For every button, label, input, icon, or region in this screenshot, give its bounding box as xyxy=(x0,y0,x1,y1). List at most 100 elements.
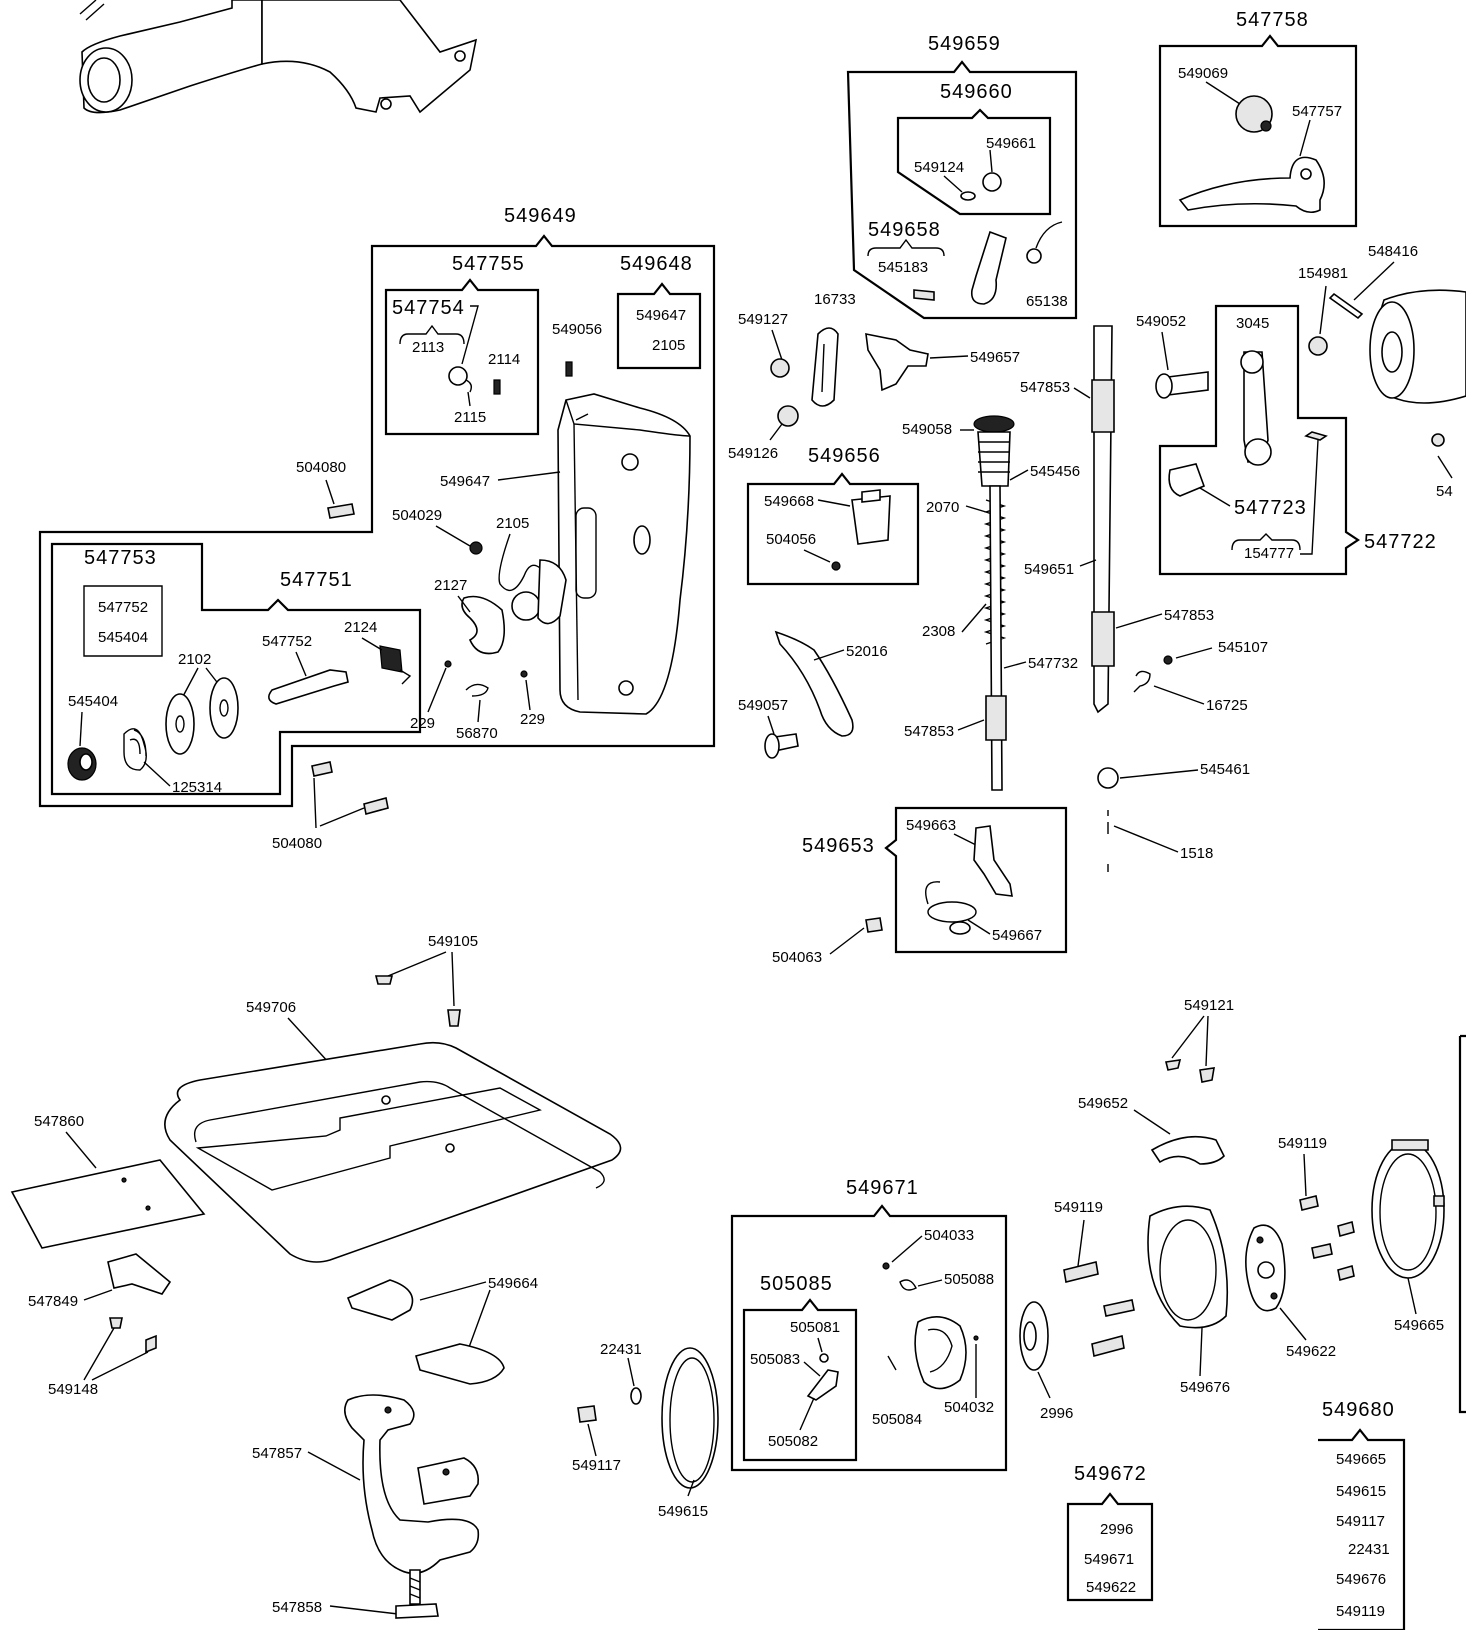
kit-549672: 549672 2996 549671 549622 xyxy=(1066,1463,1154,1602)
label-549648: 549648 xyxy=(620,253,693,275)
label-549661: 549661 xyxy=(986,135,1036,152)
label-549658: 549658 xyxy=(868,219,941,241)
label-549656: 549656 xyxy=(808,445,881,467)
label-549647: 549647 xyxy=(440,473,490,490)
label-549676: 549676 xyxy=(1180,1379,1230,1396)
label-547732: 547732 xyxy=(1028,655,1078,672)
label-505084: 505084 xyxy=(872,1411,922,1428)
hook-assembly: 549121 549652 549119 549119 549671 50403… xyxy=(572,997,1445,1520)
kit-549680: 549680 549665 549615 549117 22431 549676… xyxy=(1318,1399,1406,1630)
label-549664: 549664 xyxy=(488,1275,538,1292)
label-549069: 549069 xyxy=(1178,65,1228,82)
label-547853-b: 547853 xyxy=(1164,607,1214,624)
label-505081: 505081 xyxy=(790,1319,840,1336)
label-154777: 154777 xyxy=(1244,545,1294,562)
label-505082: 505082 xyxy=(768,1433,818,1450)
label-549647-box: 549647 xyxy=(636,307,686,324)
label-16725: 16725 xyxy=(1206,697,1248,714)
kit-549672-item-1: 2996 xyxy=(1100,1521,1133,1538)
label-547754: 547754 xyxy=(392,297,465,319)
label-229-b: 229 xyxy=(520,711,545,728)
label-22431: 22431 xyxy=(600,1341,642,1358)
assembly-549656: 549656 549668 504056 xyxy=(746,445,920,586)
kit-549680-item-1: 549665 xyxy=(1336,1451,1386,1468)
label-549126: 549126 xyxy=(728,445,778,462)
label-549668: 549668 xyxy=(764,493,814,510)
label-547853-a: 547853 xyxy=(1020,379,1070,396)
assembly-547758: 547758 549069 547757 xyxy=(1158,9,1358,228)
kit-549680-item-4: 22431 xyxy=(1348,1541,1390,1558)
label-504033: 504033 xyxy=(924,1227,974,1244)
label-549052: 549052 xyxy=(1136,313,1186,330)
label-2105: 2105 xyxy=(496,515,529,532)
label-229-a: 229 xyxy=(410,715,435,732)
label-547722: 547722 xyxy=(1364,531,1437,553)
label-547753: 547753 xyxy=(84,547,157,569)
label-549649: 549649 xyxy=(504,205,577,227)
assembly-549659: 549659 549660 549661 549124 549658 54518… xyxy=(846,33,1078,320)
label-154981: 154981 xyxy=(1298,265,1348,282)
label-2105-box: 2105 xyxy=(652,337,685,354)
label-65138: 65138 xyxy=(1026,293,1068,310)
label-545404-box: 545404 xyxy=(98,629,148,646)
label-2070: 2070 xyxy=(926,499,959,516)
label-547758: 547758 xyxy=(1236,9,1309,31)
label-549652: 549652 xyxy=(1078,1095,1128,1112)
label-549680: 549680 xyxy=(1322,1399,1395,1421)
label-545107: 545107 xyxy=(1218,639,1268,656)
label-549056: 549056 xyxy=(552,321,602,338)
label-549657: 549657 xyxy=(970,349,1020,366)
assembly-547722: 549052 3045 547723 154777 547722 xyxy=(1136,304,1437,576)
label-504056: 504056 xyxy=(766,531,816,548)
label-549127: 549127 xyxy=(738,311,788,328)
label-2113: 2113 xyxy=(412,339,444,356)
center-mechanism: 549127 16733 549657 549126 547853 549651… xyxy=(728,291,1268,872)
label-56870: 56870 xyxy=(456,725,498,742)
label-504063: 504063 xyxy=(772,949,822,966)
right-edge-fragments: 548416 154981 54 xyxy=(1298,243,1466,1414)
label-549706: 549706 xyxy=(246,999,296,1016)
label-549057: 549057 xyxy=(738,697,788,714)
label-547752-box: 547752 xyxy=(98,599,148,616)
label-549117: 549117 xyxy=(572,1457,621,1474)
label-2996: 2996 xyxy=(1040,1405,1073,1422)
label-2102: 2102 xyxy=(178,651,211,668)
label-504029: 504029 xyxy=(392,507,442,524)
label-125314: 125314 xyxy=(172,779,222,796)
label-547752: 547752 xyxy=(262,633,312,650)
label-549659: 549659 xyxy=(928,33,1001,55)
label-2127: 2127 xyxy=(434,577,467,594)
label-549124: 549124 xyxy=(914,159,964,176)
label-2124: 2124 xyxy=(344,619,377,636)
label-549663: 549663 xyxy=(906,817,956,834)
machine-arm-illustration xyxy=(79,0,478,114)
label-1518: 1518 xyxy=(1180,845,1213,862)
label-549119-b: 549119 xyxy=(1054,1199,1103,1216)
label-549651: 549651 xyxy=(1024,561,1074,578)
assembly-549653: 549653 549663 549667 504063 xyxy=(772,806,1068,966)
label-549671: 549671 xyxy=(846,1177,919,1199)
assembly-549649: 549649 547755 547754 2113 2114 2115 5496… xyxy=(38,205,716,852)
label-504080-b: 504080 xyxy=(272,835,322,852)
label-548416: 548416 xyxy=(1368,243,1418,260)
label-3045: 3045 xyxy=(1236,315,1269,332)
label-549615: 549615 xyxy=(658,1503,708,1520)
label-505083: 505083 xyxy=(750,1351,800,1368)
label-549622: 549622 xyxy=(1286,1343,1336,1360)
label-547849: 547849 xyxy=(28,1293,78,1310)
label-549665: 549665 xyxy=(1394,1317,1444,1334)
label-549119-a: 549119 xyxy=(1278,1135,1327,1152)
label-16733: 16733 xyxy=(814,291,856,308)
label-547755: 547755 xyxy=(452,253,525,275)
label-547751: 547751 xyxy=(280,569,353,591)
label-2308: 2308 xyxy=(922,623,955,640)
label-545404: 545404 xyxy=(68,693,118,710)
label-549672: 549672 xyxy=(1074,1463,1147,1485)
label-54-cut: 54 xyxy=(1436,483,1453,500)
label-545461: 545461 xyxy=(1200,761,1250,778)
label-504032: 504032 xyxy=(944,1399,994,1416)
table-assembly: 549105 549706 547860 547849 549148 54966… xyxy=(10,933,622,1619)
label-2115: 2115 xyxy=(454,409,486,426)
kit-549680-item-5: 549676 xyxy=(1336,1571,1386,1588)
label-547860: 547860 xyxy=(34,1113,84,1130)
